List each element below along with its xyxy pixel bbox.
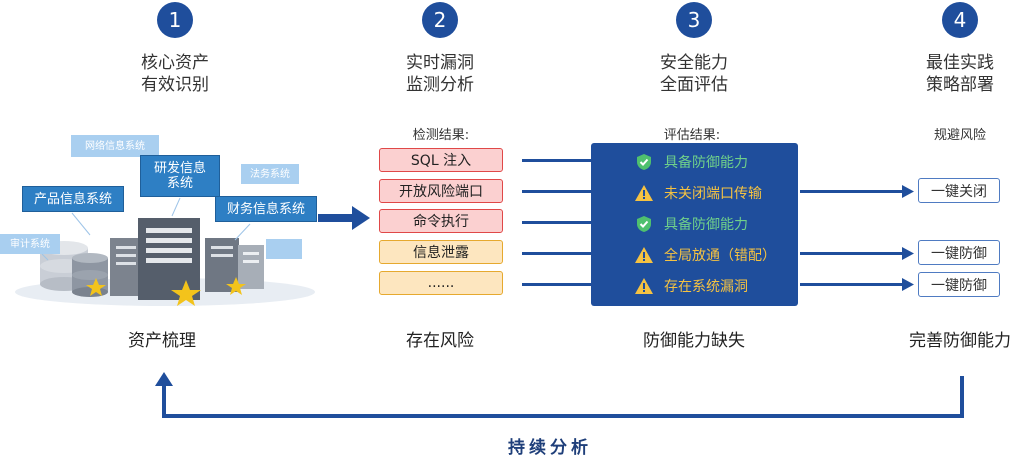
arrow-shaft — [800, 252, 904, 255]
arrow-head — [902, 278, 914, 291]
step-2-number: 2 — [422, 2, 458, 38]
system-tag-blank — [266, 239, 302, 259]
evaluation-item-text: 存在系统漏洞 — [664, 278, 748, 295]
system-tag-audit: 审计系统 — [0, 234, 60, 254]
arrow-head — [902, 185, 914, 198]
evaluation-item: 存在系统漏洞 — [634, 270, 798, 301]
arrow-up-icon — [155, 372, 173, 386]
connector-line — [171, 197, 181, 217]
evaluation-item: 全局放通（错配） — [634, 239, 798, 270]
arrow-shaft — [522, 190, 594, 193]
actions-label: 规避风险 — [933, 128, 986, 143]
evaluation-item-text: 具备防御能力 — [664, 216, 748, 233]
step-3-number: 3 — [676, 2, 712, 38]
evaluation-item-text: 全局放通（错配） — [664, 247, 776, 264]
star-icon — [86, 278, 106, 296]
loop-label: 持续分析 — [508, 438, 592, 458]
system-tag-rd: 研发信息 系统 — [140, 155, 220, 197]
warning-icon — [634, 276, 654, 296]
connector-line — [41, 253, 49, 261]
arrow-head — [902, 247, 914, 260]
system-tag-rd-line2: 系统 — [166, 176, 193, 191]
connector-line — [234, 223, 251, 241]
step-3-bottom-label: 防御能力缺失 — [643, 331, 745, 351]
warning-icon — [634, 245, 654, 265]
shield-check-icon — [634, 214, 654, 234]
one-click-defend-button[interactable]: 一键防御 — [918, 240, 1000, 265]
evaluation-item-text: 具备防御能力 — [664, 154, 748, 171]
step-4-title-line1: 最佳实践 — [926, 53, 994, 73]
warning-icon — [634, 183, 654, 203]
step-3-title-line1: 安全能力 — [660, 53, 728, 73]
system-tag-network: 网络信息系统 — [71, 135, 159, 157]
server-left-icon — [110, 238, 142, 296]
one-click-close-button[interactable]: 一键关闭 — [918, 178, 1000, 203]
step-4-title-line2: 策略部署 — [926, 75, 994, 95]
risk-item: ...... — [379, 271, 503, 295]
arrow-shaft — [522, 221, 594, 224]
system-tag-rd-line1: 研发信息 — [153, 161, 206, 176]
evaluation-item: 具备防御能力 — [634, 146, 798, 177]
evaluation-arrows — [800, 185, 914, 291]
system-tag-finance: 财务信息系统 — [215, 196, 317, 222]
risk-item: 命令执行 — [379, 209, 503, 233]
arrow-right-icon — [318, 206, 370, 230]
risk-item: SQL 注入 — [379, 148, 503, 172]
step-2-bottom-label: 存在风险 — [406, 331, 474, 351]
arrow-shaft — [522, 252, 594, 255]
server-main-icon — [138, 218, 200, 300]
risk-item: 开放风险端口 — [379, 179, 503, 203]
detection-label: 检测结果: — [412, 128, 470, 143]
step-4-title: 最佳实践 策略部署 — [880, 52, 1024, 96]
step-1-title-line1: 核心资产 — [141, 53, 209, 73]
step-2-title: 实时漏洞 监测分析 — [360, 52, 520, 96]
step-1-bottom-label: 资产梳理 — [128, 331, 196, 351]
evaluation-label: 评估结果: — [663, 128, 721, 143]
system-tag-law: 法务系统 — [241, 164, 299, 184]
system-tag-product: 产品信息系统 — [22, 186, 124, 212]
arrow-shaft — [800, 283, 904, 286]
evaluation-item-text: 未关闭端口传输 — [664, 185, 762, 202]
connector-line — [71, 212, 91, 236]
step-1-number: 1 — [157, 2, 193, 38]
step-4-bottom-label: 完善防御能力 — [909, 331, 1011, 351]
step-2-title-line2: 监测分析 — [406, 75, 474, 95]
step-3-title: 安全能力 全面评估 — [614, 52, 774, 96]
step-1-title-line2: 有效识别 — [141, 75, 209, 95]
one-click-defend-button[interactable]: 一键防御 — [918, 272, 1000, 297]
star-icon — [226, 277, 246, 295]
server-right-icon — [205, 238, 264, 292]
asset-illustration — [15, 197, 315, 306]
arrow-shaft — [522, 283, 594, 286]
step-1-title: 核心资产 有效识别 — [95, 52, 255, 96]
star-icon — [171, 280, 201, 306]
evaluation-item: 未关闭端口传输 — [634, 177, 798, 208]
arrow-shaft — [522, 159, 594, 162]
step-3-title-line2: 全面评估 — [660, 75, 728, 95]
shield-check-icon — [634, 152, 654, 172]
risk-item: 信息泄露 — [379, 240, 503, 264]
arrow-shaft — [800, 190, 904, 193]
step-4-number: 4 — [942, 2, 978, 38]
step-2-title-line1: 实时漏洞 — [406, 53, 474, 73]
evaluation-item: 具备防御能力 — [634, 208, 798, 239]
evaluation-panel: 具备防御能力 未关闭端口传输 具备防御能力 全局放通（错配） 存在系统漏洞 — [591, 143, 798, 306]
feedback-loop-arrow — [155, 372, 964, 418]
